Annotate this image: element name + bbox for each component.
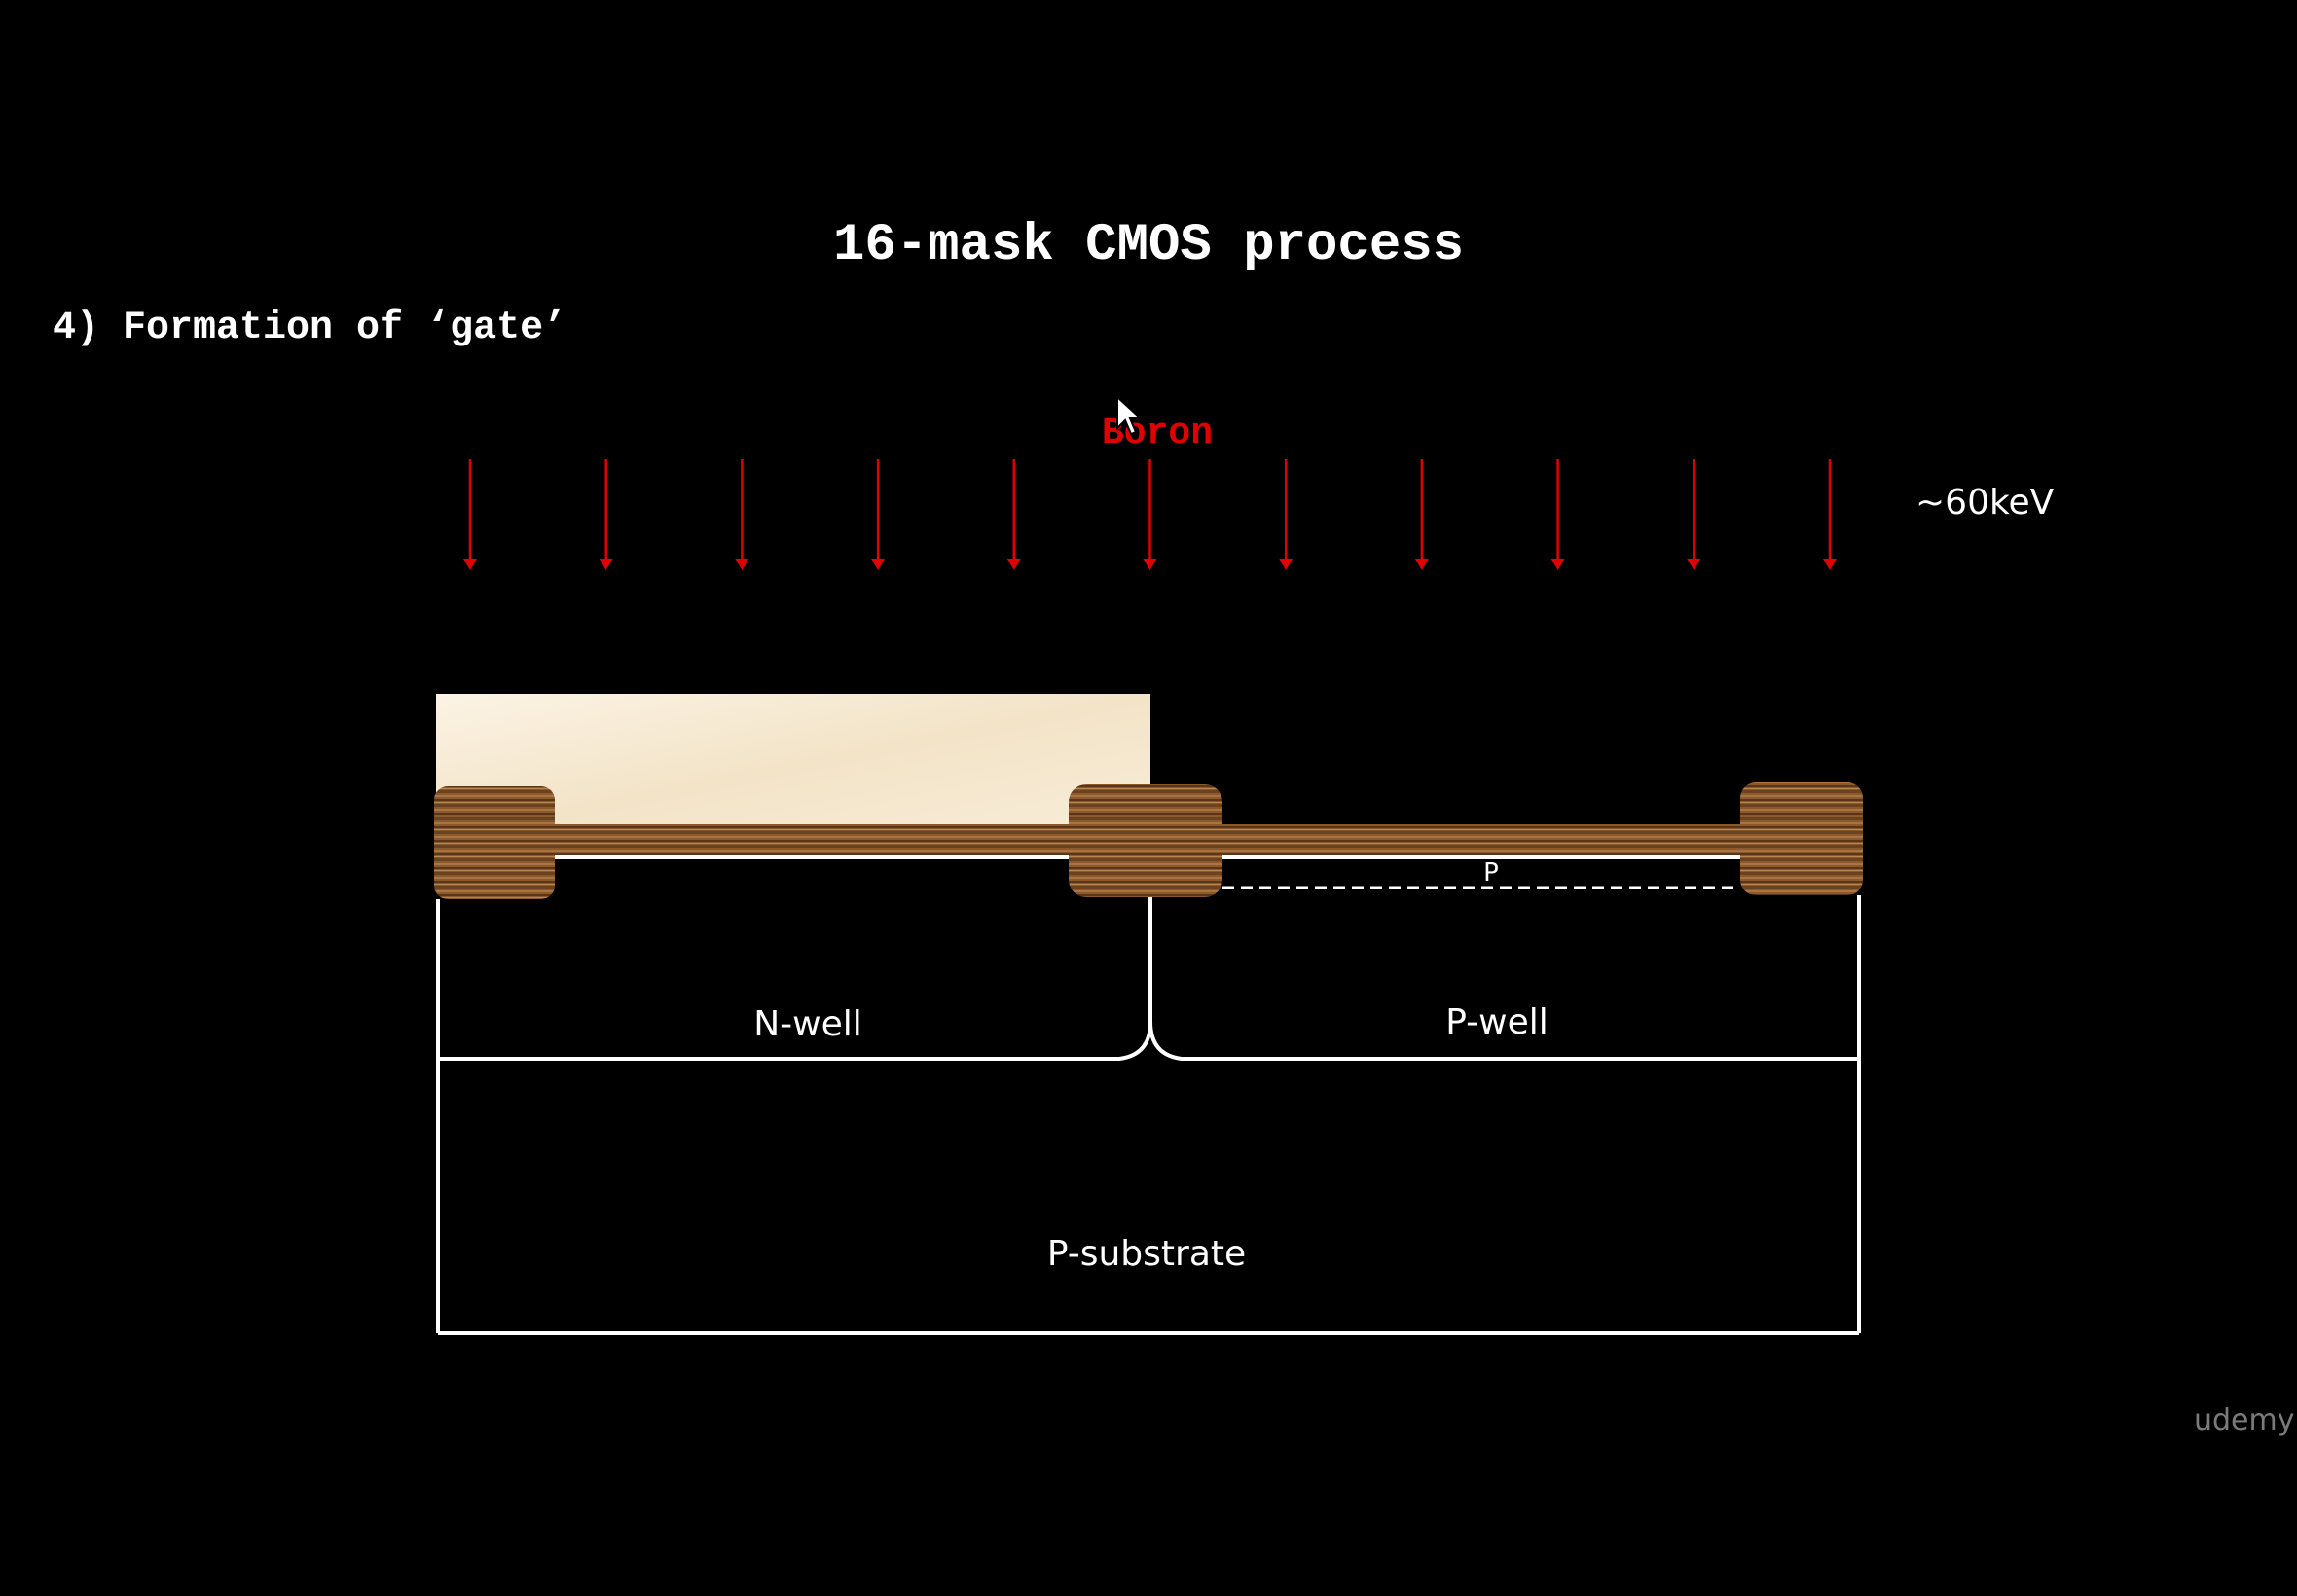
step-heading: 4) Formation of ‘gate’ xyxy=(53,307,567,350)
silicon-outline xyxy=(436,855,1861,1335)
implant-arrow-head xyxy=(599,559,613,570)
nwell-label: N-well xyxy=(753,1004,862,1044)
field-oxide-left xyxy=(434,786,555,899)
implant-arrow-head xyxy=(871,559,886,570)
implant-arrow-head xyxy=(463,559,477,570)
implant-arrow-head xyxy=(735,559,749,570)
slide-title: 16-mask CMOS process xyxy=(832,216,1465,275)
implant-energy-label: ~60keV xyxy=(1915,483,2055,523)
mouse-pointer-icon xyxy=(1116,395,1143,436)
field-oxide-center xyxy=(1069,784,1222,897)
field-oxide-right xyxy=(1740,782,1863,895)
implant-arrow-head xyxy=(1279,559,1294,570)
implant-arrows xyxy=(463,459,1837,570)
implant-arrow-head xyxy=(1414,559,1429,570)
thin-oxide-pwell xyxy=(1217,824,1752,855)
udemy-watermark: udemy xyxy=(2194,1403,2295,1437)
implant-arrow-head xyxy=(1143,559,1157,570)
photoresist-block xyxy=(436,694,1150,838)
pwell-label: P-well xyxy=(1445,1002,1549,1042)
implant-arrow-head xyxy=(1687,559,1701,570)
channel-implant-label: P xyxy=(1483,858,1499,888)
implant-arrow-head xyxy=(1550,559,1565,570)
implant-arrow-head xyxy=(1006,559,1021,570)
substrate-label: P-substrate xyxy=(1047,1234,1246,1274)
implant-arrow-head xyxy=(1823,559,1837,570)
thin-oxide-nwell xyxy=(545,824,1078,855)
